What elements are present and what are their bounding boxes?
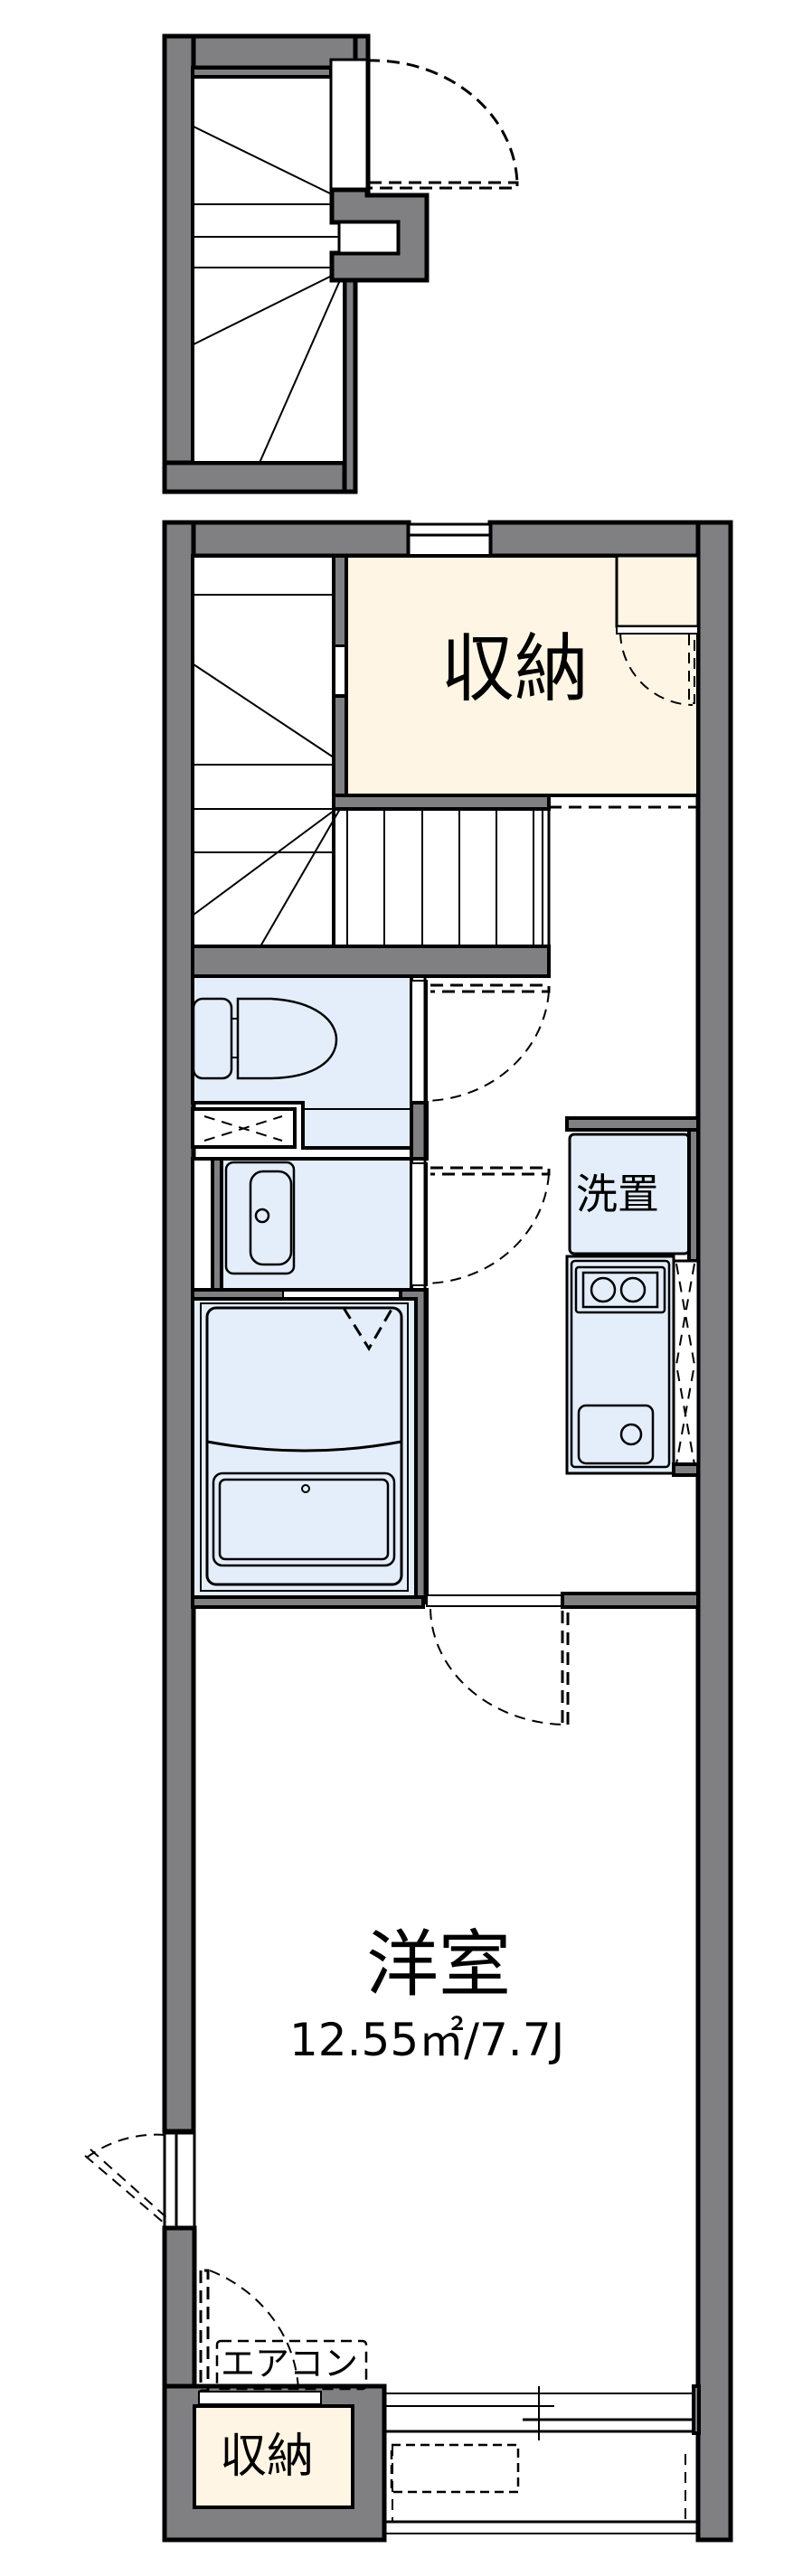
toilet-icon: [236, 997, 338, 1080]
toilet-room: [191, 974, 551, 1161]
storage-lower-room: [193, 2391, 354, 2509]
upper-stair-enclosure: [162, 33, 519, 494]
washer-space-label: 洗置: [576, 1170, 659, 1218]
balcony-window: [382, 2384, 701, 2540]
small-closet: [191, 1107, 297, 1149]
upper-stairs-icon: [193, 126, 341, 464]
stove-burner-icon: [590, 1276, 617, 1303]
main-stairs-icon: [191, 554, 551, 978]
bathroom: [191, 1297, 425, 1609]
kitchen-sink-icon: [577, 1404, 655, 1465]
aircon-box: [215, 2339, 368, 2391]
stove-burner-icon: [619, 1276, 647, 1303]
storage-upper-label: 収納: [440, 626, 590, 712]
storage-lower-label: 収納: [220, 2430, 315, 2484]
western-room-label: 洋室: [366, 1923, 511, 2007]
western-room-area: 12.55㎡/7.7J: [289, 2014, 565, 2066]
aircon-label: エアコン: [221, 2344, 359, 2383]
kitchen-area: [423, 976, 700, 1726]
storage-upper-room: [345, 554, 700, 809]
balcony-dashed-box: [390, 2443, 520, 2494]
